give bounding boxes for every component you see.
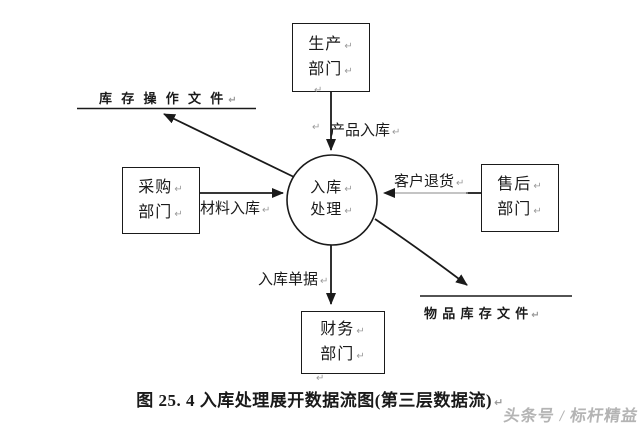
process-label-line: 入库 [310, 180, 343, 196]
flow-customer-return-label: 客户退货↵ [394, 170, 464, 191]
finance-dept-box: 财务↵ 部门↵ [301, 311, 385, 374]
inventory-operation-file-store-label: 库 存 操 作 文 件↵ [99, 88, 240, 107]
item-inventory-file-store-label: 物 品 库 存 文 件↵ [424, 303, 541, 322]
figure-caption: 图 25. 4 入库处理展开数据流图(第三层数据流)↵ [0, 386, 640, 411]
flow-receipt-label: 入库单据↵ [258, 268, 328, 289]
paragraph-mark-icon: ↵ [344, 184, 354, 195]
paragraph-mark-icon: ↵ [344, 65, 354, 77]
purchasing-dept-label: 部门 [138, 203, 173, 221]
flow-label-text: 客户退货 [394, 174, 455, 190]
production-dept-box: 生产↵ 部门↵ [292, 23, 370, 92]
paragraph-mark-icon: ↵ [494, 396, 504, 409]
finance-dept-label: 财务 [320, 320, 355, 338]
paragraph-mark-icon: ↵ [392, 127, 401, 138]
process-label-line: 处理 [310, 202, 343, 218]
paragraph-mark-icon: ↵ [533, 206, 543, 217]
paragraph-mark-icon: ↵ [312, 122, 321, 133]
aftersales-dept-box: 售后↵ 部门↵ [481, 164, 559, 232]
production-dept-label: 生产 [308, 35, 343, 53]
flow-label-text: 材料入库 [200, 201, 261, 217]
paragraph-mark-icon: ↵ [356, 350, 366, 362]
paragraph-mark-icon: ↵ [531, 310, 541, 321]
flow-product-in-label: 产品入库↵ [330, 119, 400, 140]
paragraph-mark-icon: ↵ [262, 205, 271, 216]
paragraph-mark-icon: ↵ [456, 178, 465, 189]
purchasing-dept-label: 采购 [138, 178, 173, 196]
paragraph-mark-icon: ↵ [174, 208, 184, 220]
finance-dept-label: 部门 [320, 345, 355, 363]
store-label-text: 库 存 操 作 文 件 [99, 91, 227, 106]
paragraph-mark-icon: ↵ [320, 276, 329, 287]
production-dept-label: 部门 [308, 60, 343, 78]
arrow-process-to-inventory-file [163, 113, 295, 178]
flow-label-text: 产品入库 [330, 123, 391, 139]
warehousing-process-circle [286, 154, 378, 246]
store-label-text: 物 品 库 存 文 件 [424, 306, 530, 321]
paragraph-mark-icon: ↵ [533, 181, 543, 192]
flow-label-text: 入库单据 [258, 272, 319, 288]
paragraph-mark-icon: ↵ [356, 325, 366, 337]
purchasing-dept-box: 采购↵ 部门↵ [122, 167, 200, 234]
paragraph-mark-icon: ↵ [174, 183, 184, 195]
paragraph-mark-icon: ↵ [228, 95, 240, 106]
paragraph-mark-icon: ↵ [314, 85, 323, 96]
paragraph-mark-icon: ↵ [344, 40, 354, 52]
aftersales-dept-label: 售后 [497, 176, 532, 193]
paragraph-mark-icon: ↵ [344, 206, 354, 217]
figure-caption-text: 图 25. 4 入库处理展开数据流图(第三层数据流) [136, 391, 493, 410]
flow-material-in-label: 材料入库↵ [200, 197, 270, 218]
warehousing-process-label: 入库↵ 处理↵ [287, 158, 377, 242]
aftersales-dept-label: 部门 [497, 201, 532, 218]
arrow-process-to-item-file [374, 218, 468, 286]
watermark: 头条号 / 标杆精益 [502, 408, 639, 425]
paragraph-mark-icon: ↵ [316, 373, 325, 384]
